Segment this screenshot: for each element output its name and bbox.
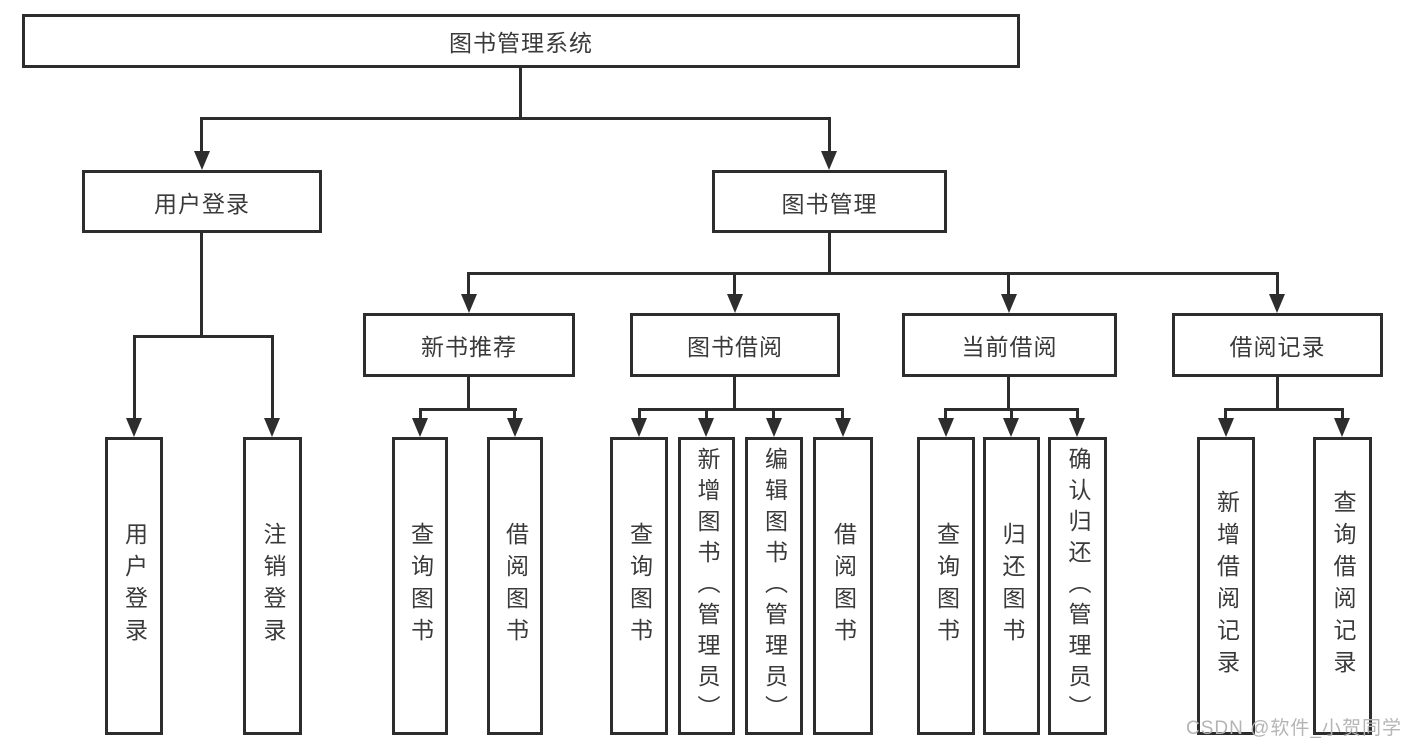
leaf-label: 查询图书 <box>626 522 653 650</box>
connector-line <box>200 233 203 337</box>
arrowhead-icon <box>698 418 714 437</box>
connector-line <box>638 408 844 411</box>
connector-line <box>1224 408 1344 411</box>
arrowhead-icon <box>631 418 647 437</box>
leaf-label: 借阅图书 <box>830 522 857 650</box>
node-borrow-records: 借阅记录 <box>1172 313 1383 377</box>
connector-line <box>1007 272 1010 296</box>
connector-line <box>944 408 947 420</box>
arrowhead-icon <box>507 418 523 437</box>
arrowhead-icon <box>126 418 142 437</box>
connector-line <box>467 272 1279 275</box>
leaf-label: 归还图书 <box>999 522 1025 650</box>
leaf-current-confirm-return-admin: 确认归还（管理员） <box>1048 437 1107 735</box>
leaf-label: 借阅图书 <box>502 522 529 650</box>
arrowhead-icon <box>727 294 743 313</box>
leaf-borrow-add-books-admin: 新增图书（管理员） <box>678 437 735 735</box>
leaf-label: 确认归还（管理员） <box>1065 446 1091 726</box>
leaf-logout: 注销登录 <box>243 437 302 735</box>
leaf-recommend-query-books: 查询图书 <box>392 437 448 735</box>
node-label: 图书管理系统 <box>449 30 593 56</box>
leaf-label: 查询借阅记录 <box>1330 490 1356 682</box>
connector-line <box>467 377 470 410</box>
node-label: 图书借阅 <box>687 334 783 360</box>
connector-line <box>513 408 516 420</box>
node-label: 借阅记录 <box>1229 334 1326 360</box>
node-label: 当前借阅 <box>961 334 1058 360</box>
connector-line <box>133 335 274 338</box>
leaf-label: 注销登录 <box>260 522 286 650</box>
arrowhead-icon <box>835 418 851 437</box>
node-root-system: 图书管理系统 <box>22 14 1020 68</box>
node-label: 用户登录 <box>154 190 250 217</box>
connector-line <box>1276 377 1279 410</box>
connector-line <box>1341 408 1344 420</box>
arrowhead-icon <box>1218 418 1234 437</box>
connector-line <box>419 408 422 420</box>
node-label: 新书推荐 <box>421 334 517 360</box>
connector-line <box>1276 272 1279 296</box>
connector-line <box>1076 408 1079 420</box>
leaf-label: 新增图书（管理员） <box>694 446 720 726</box>
connector-line <box>705 408 708 420</box>
connector-line <box>841 408 844 420</box>
connector-line <box>1010 408 1013 420</box>
connector-line <box>133 335 136 419</box>
connector-line <box>772 408 775 420</box>
connector-line <box>419 408 517 411</box>
arrowhead-icon <box>412 418 428 437</box>
node-new-book-recommend: 新书推荐 <box>363 313 575 377</box>
leaf-label: 新增借阅记录 <box>1213 490 1240 682</box>
arrowhead-icon <box>821 151 837 170</box>
leaf-label: 编辑图书（管理员） <box>761 446 788 726</box>
connector-line <box>200 117 831 120</box>
connector-line <box>519 68 522 119</box>
arrowhead-icon <box>194 151 210 170</box>
connector-line <box>1224 408 1227 420</box>
csdn-watermark: CSDN @软件_小贺同学 <box>1186 718 1402 739</box>
leaf-user-login: 用户登录 <box>105 437 163 735</box>
connector-line <box>638 408 641 420</box>
connector-line <box>733 272 736 296</box>
leaf-label: 查询图书 <box>407 522 434 650</box>
arrowhead-icon <box>264 418 280 437</box>
leaf-borrow-borrow-books: 借阅图书 <box>813 437 873 735</box>
connector-line <box>733 377 736 410</box>
node-book-management: 图书管理 <box>712 170 947 233</box>
arrowhead-icon <box>1334 418 1350 437</box>
node-current-borrow: 当前借阅 <box>902 313 1117 377</box>
leaf-records-add-record: 新增借阅记录 <box>1197 437 1255 735</box>
connector-line <box>271 335 274 419</box>
node-book-borrow: 图书借阅 <box>630 313 840 377</box>
leaf-current-return-books: 归还图书 <box>983 437 1040 735</box>
leaf-borrow-query-books: 查询图书 <box>610 437 668 735</box>
node-user-login: 用户登录 <box>82 170 322 233</box>
arrowhead-icon <box>1069 418 1085 437</box>
connector-line <box>1007 377 1010 410</box>
arrowhead-icon <box>1003 418 1019 437</box>
connector-line <box>467 272 470 296</box>
leaf-current-query-books: 查询图书 <box>917 437 975 735</box>
node-label: 图书管理 <box>781 190 878 217</box>
leaf-borrow-edit-books-admin: 编辑图书（管理员） <box>745 437 803 735</box>
arrowhead-icon <box>938 418 954 437</box>
leaf-records-query-record: 查询借阅记录 <box>1313 437 1372 735</box>
arrowhead-icon <box>1001 294 1017 313</box>
leaf-recommend-borrow-books: 借阅图书 <box>487 437 543 735</box>
connector-line <box>828 233 831 274</box>
connector-line <box>828 117 831 155</box>
leaf-label: 查询图书 <box>933 522 960 650</box>
connector-line <box>200 117 203 155</box>
arrowhead-icon <box>461 294 477 313</box>
leaf-label: 用户登录 <box>121 522 148 650</box>
arrowhead-icon <box>1269 294 1285 313</box>
arrowhead-icon <box>766 418 782 437</box>
